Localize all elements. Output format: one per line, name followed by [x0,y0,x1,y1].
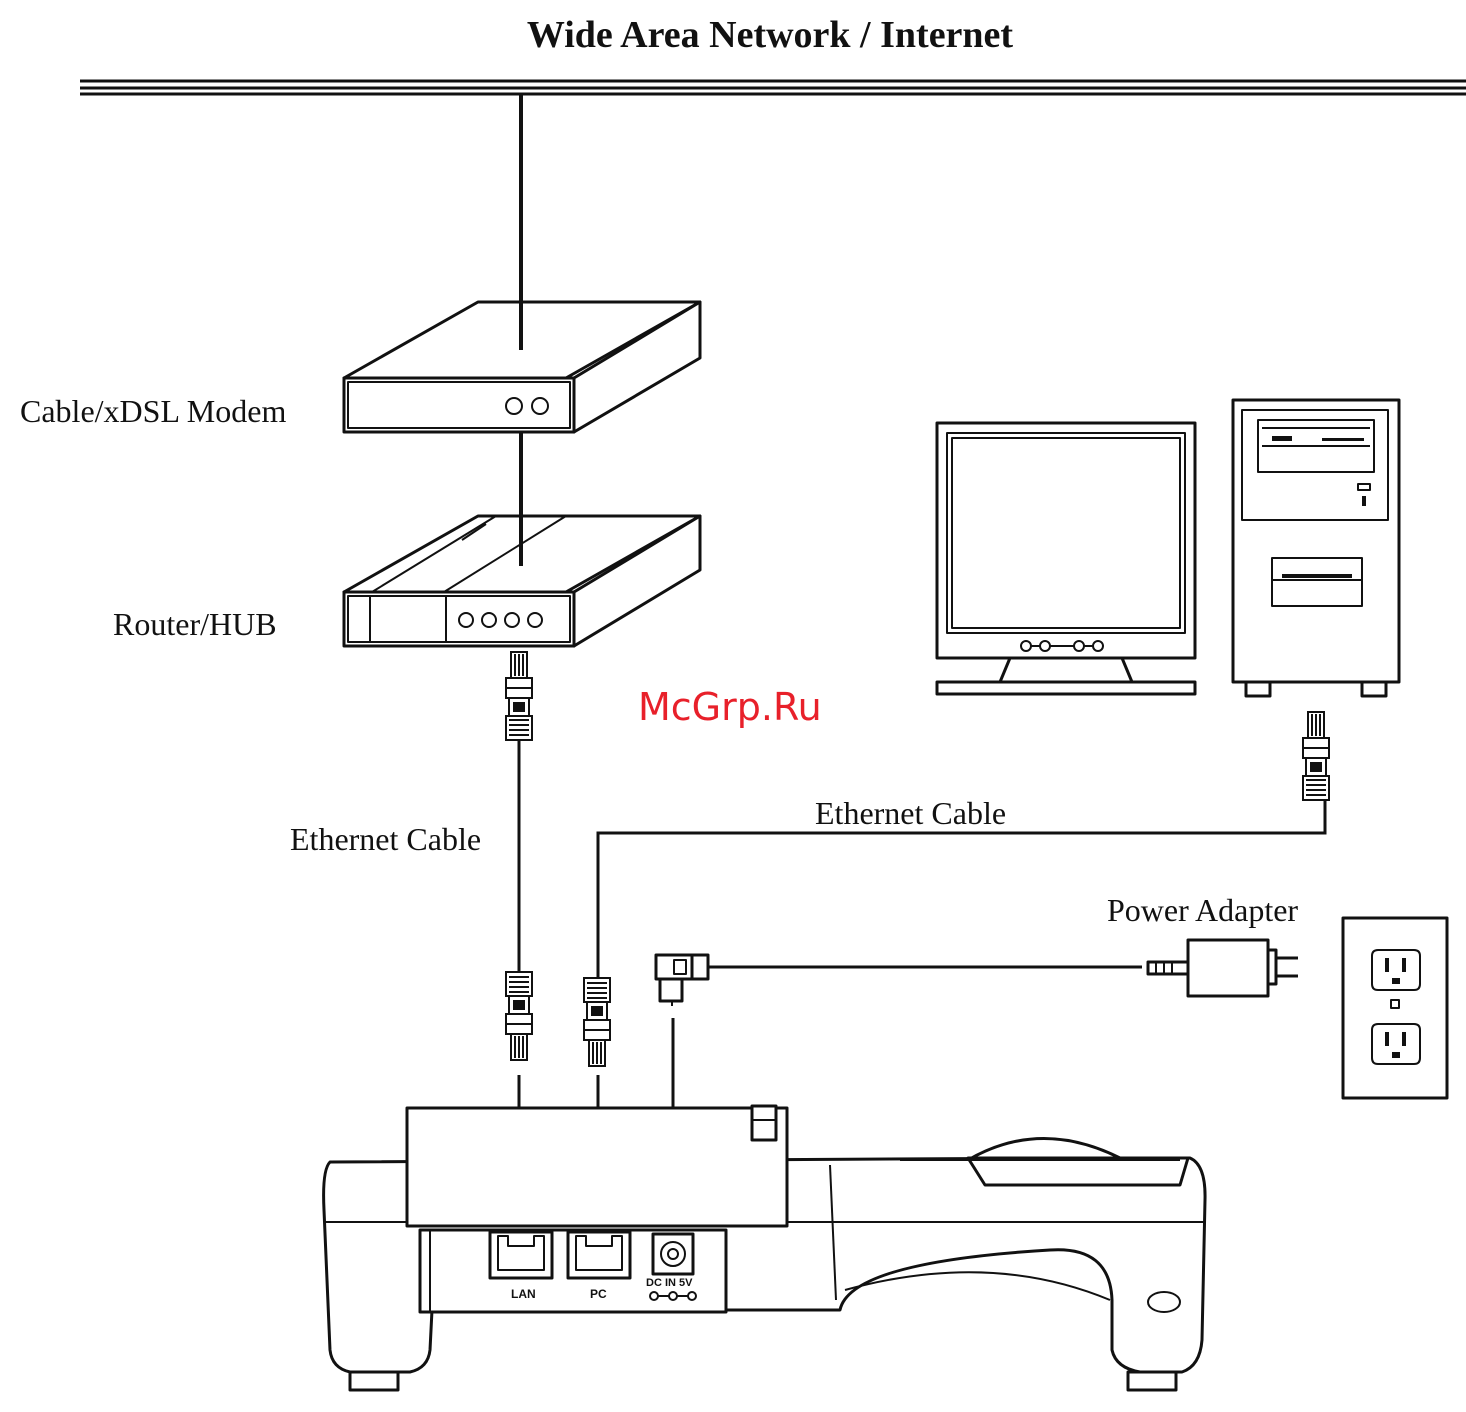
ethernet-cable-label-left: Ethernet Cable [290,821,481,857]
watermark: McGrp.Ru [638,685,822,729]
lan-ethernet-connector [506,972,532,1060]
pc-port-label: PC [590,1287,607,1301]
dc-power-port [653,1234,693,1274]
dc-port-label: DC IN 5V [646,1277,693,1289]
ethernet-cable-label-right: Ethernet Cable [815,795,1006,831]
lan-port [490,1232,552,1278]
pc-port-ethernet-connector [584,978,610,1066]
pc-ethernet-connector [1303,712,1329,800]
power-plug-icon [656,955,708,1006]
pc-port [568,1232,630,1278]
wall-outlet-icon [1343,918,1447,1098]
pc-tower-icon [1233,400,1399,696]
wan-backbone-line [80,81,1466,94]
lan-port-label: LAN [511,1287,536,1301]
ip-phone-icon [324,1106,1205,1390]
title: Wide Area Network / Internet [527,14,1014,56]
modem-label: Cable/xDSL Modem [20,393,286,429]
router-ethernet-connector [506,652,532,740]
power-adapter-label: Power Adapter [1107,892,1298,928]
monitor-icon [937,423,1195,694]
router-label: Router/HUB [113,606,277,642]
power-adapter-icon [1148,940,1298,996]
